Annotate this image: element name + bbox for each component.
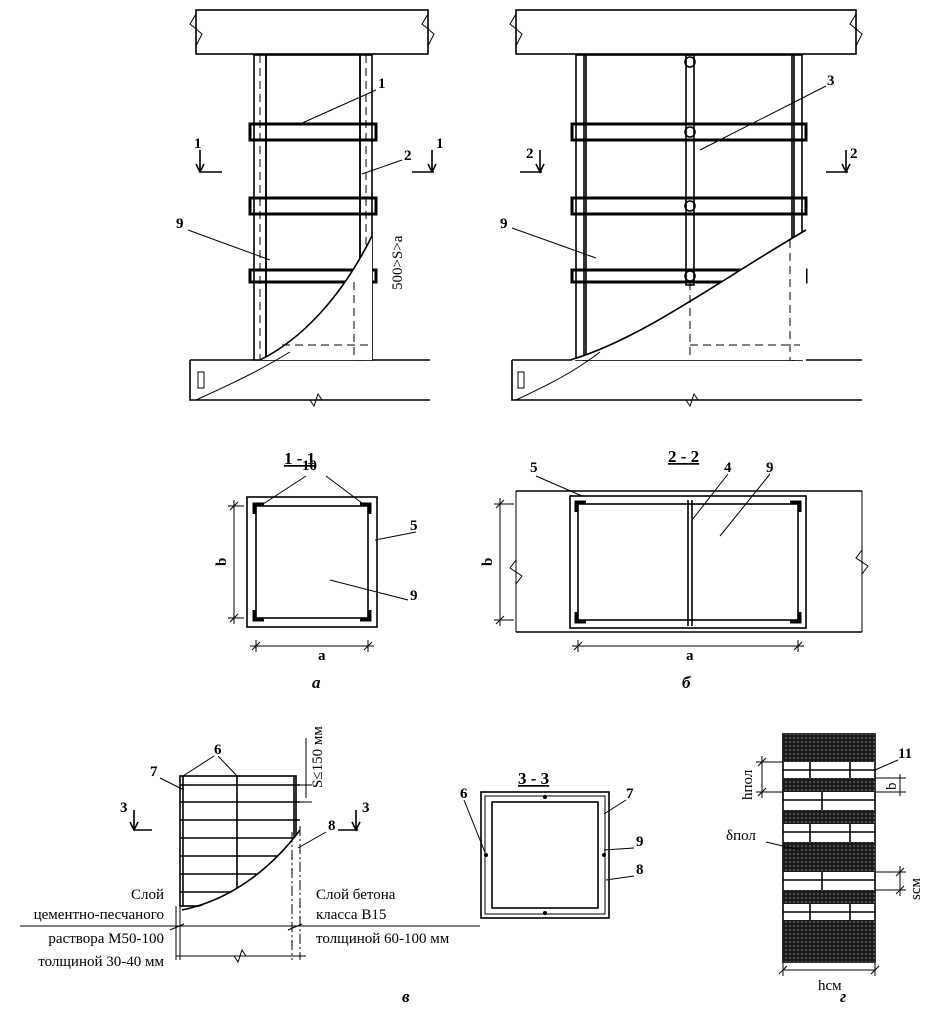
elevation-b [509, 9, 863, 408]
callout-2: 2 [404, 148, 412, 164]
figure-letter-a: а [312, 673, 321, 692]
elevation-c [20, 738, 480, 964]
figure-letter-b: б [682, 673, 692, 692]
callout-9-b: 9 [500, 216, 508, 232]
note-mortar-4: толщиной 30-40 мм [38, 954, 164, 970]
callout-4: 4 [724, 460, 732, 476]
callout-8-b: 8 [636, 862, 644, 878]
note-mortar-3: раствора М50-100 [48, 931, 164, 947]
callout-6-b: 6 [460, 786, 468, 802]
dim-spacing: 500>S>a [390, 235, 406, 290]
callout-1: 1 [378, 76, 386, 92]
section-cut-markers [129, 150, 851, 832]
note-concrete-1: Слой бетона [316, 887, 396, 903]
callout-6-a: 6 [214, 742, 222, 758]
note-concrete-3: толщиной 60-100 мм [316, 931, 450, 947]
section-title-3-3: 3 - 3 [518, 769, 549, 788]
plan-section-3-3 [480, 791, 610, 919]
wall-section-g [756, 733, 906, 976]
dim-s-sm: sсм [908, 878, 924, 900]
cut-3-left: 3 [120, 800, 128, 816]
cut-2-left: 2 [526, 146, 534, 162]
callout-5-a: 5 [410, 518, 418, 534]
elevation-a [189, 9, 435, 408]
dim-mesh-spacing: S≤150 мм [310, 726, 326, 788]
callout-5-b: 5 [530, 460, 538, 476]
section-title-1-1: 1 - 1 [284, 449, 315, 468]
text-labels: 1 2 9 3 9 1 1 2 2 3 3 500>S>a 1 - 1 2 - … [34, 73, 924, 1006]
leaders [159, 85, 899, 881]
dim-h-sm: hсм [818, 978, 842, 994]
plan-section-2-2 [494, 490, 869, 652]
callout-7-b: 7 [626, 786, 634, 802]
cut-2-right: 2 [850, 146, 858, 162]
figure-letter-c: в [402, 987, 410, 1006]
figure-letter-d: г [840, 987, 846, 1006]
callout-9-d: 9 [766, 460, 774, 476]
section-title-2-2: 2 - 2 [668, 447, 699, 466]
note-concrete-2: класса В15 [316, 907, 386, 923]
dim-b-small: b [884, 783, 900, 791]
plan-section-1-1 [228, 496, 378, 652]
dim-b-2: b [480, 558, 496, 566]
cut-3-right: 3 [362, 800, 370, 816]
callout-9-e: 9 [636, 834, 644, 850]
callout-10: 10 [302, 458, 317, 474]
dim-b-1: b [214, 558, 230, 566]
callout-3: 3 [827, 73, 835, 89]
dim-a-2: a [686, 648, 694, 664]
dim-a-1: a [318, 648, 326, 664]
dim-delta-pol: δпол [726, 828, 756, 844]
note-mortar-2: цементно-песчаного [34, 907, 164, 923]
cut-1-right: 1 [436, 136, 444, 152]
callout-11: 11 [898, 746, 912, 762]
callout-8-a: 8 [328, 818, 336, 834]
callout-9-c: 9 [410, 588, 418, 604]
callout-7-a: 7 [150, 764, 158, 780]
callout-9-a: 9 [176, 216, 184, 232]
note-mortar-1: Слой [131, 887, 164, 903]
cut-1-left: 1 [194, 136, 202, 152]
dim-h-pol: hпол [740, 769, 756, 800]
